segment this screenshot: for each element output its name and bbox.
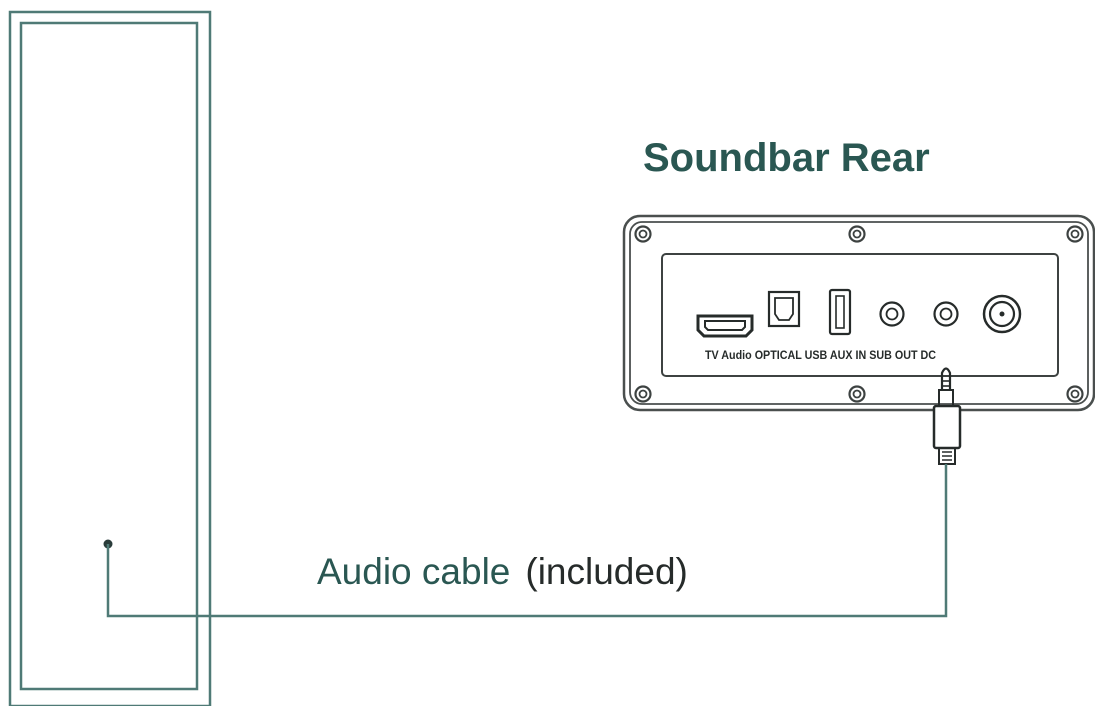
usb-port-icon [828,288,852,336]
screw-icon [848,225,866,243]
sub-out-jack-icon [933,301,959,327]
aux-plug-icon [932,367,962,465]
screw-icon [848,385,866,403]
dc-power-jack-icon [982,294,1022,334]
aux-in-jack-icon [879,301,905,327]
panel-inner [629,221,1089,405]
hdmi-port-icon [696,314,754,338]
screw-icon [1066,385,1084,403]
cable-label: Audio cable (included) [317,551,688,592]
tv-outer-frame [8,10,212,706]
audio-cable [106,464,948,618]
cable-label-note: (included) [525,551,687,592]
tv-device [8,10,212,706]
screw-icon [634,385,652,403]
port-plate [661,253,1059,377]
panel-outer [622,214,1095,412]
screw-icon [634,225,652,243]
port-labels: TV Audio OPTICAL USB AUX IN SUB OUT DC [705,350,936,362]
screw-icon [1066,225,1084,243]
optical-port-icon [767,290,801,328]
diagram-title: Soundbar Rear [643,136,930,180]
soundbar-rear-panel: TV Audio OPTICAL USB AUX IN SUB OUT DC [622,214,1095,412]
cable-label-main: Audio cable [317,551,510,592]
tv-inner-frame [19,21,199,691]
